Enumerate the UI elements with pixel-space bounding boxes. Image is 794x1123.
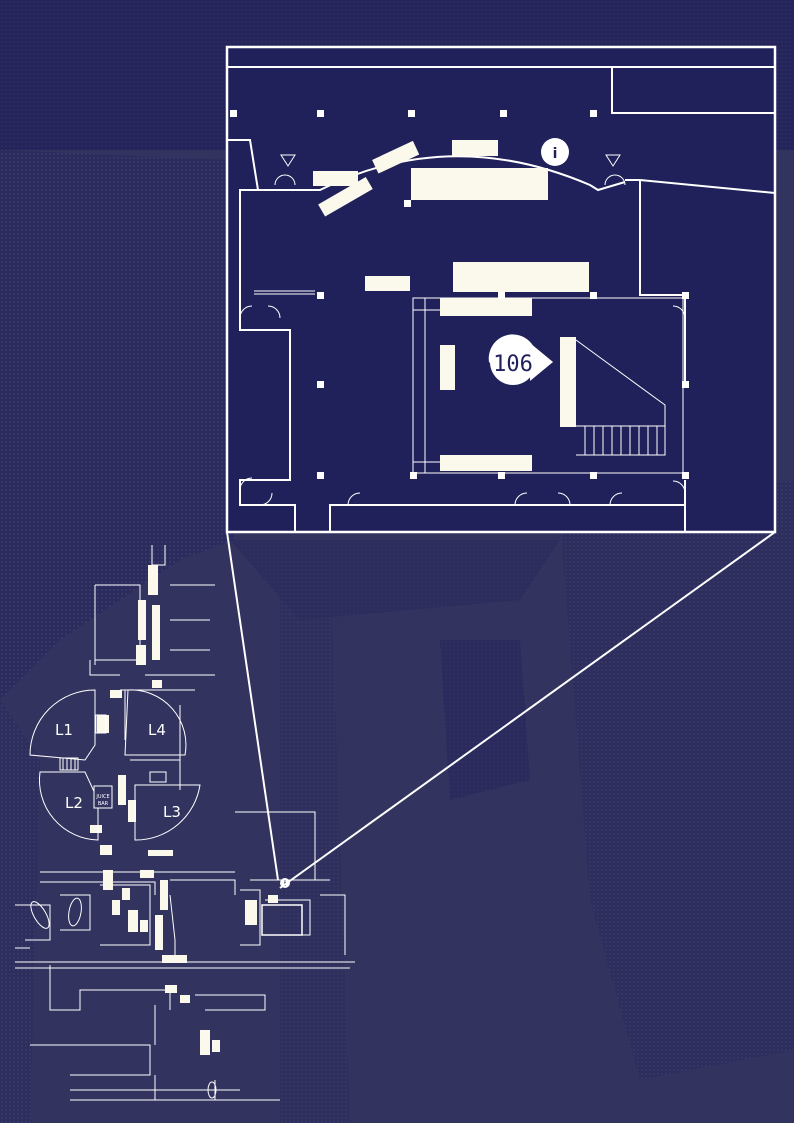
- juice-bar-label-2: BAR: [98, 801, 109, 807]
- lecture-hall-l2: L2: [65, 794, 83, 812]
- juice-bar-icon: [93, 785, 113, 809]
- highlighted-building: [261, 904, 303, 936]
- info-icon: i: [541, 138, 569, 166]
- info-label: i: [553, 146, 558, 162]
- inset-floor-plan: i 106: [225, 45, 777, 534]
- room-106-label: 106: [493, 352, 533, 377]
- juice-bar-label-1: JUICE: [95, 794, 109, 800]
- callout-lines: [226, 531, 776, 889]
- lecture-hall-l3: L3: [163, 803, 181, 821]
- pillars: [230, 110, 689, 479]
- room-106-marker: 106: [488, 334, 553, 385]
- furniture: [313, 140, 589, 471]
- overview-map: L1 L4 L2 L3 JUICE BAR: [15, 545, 355, 1101]
- entrance-markers: [280, 154, 621, 167]
- lecture-hall-l1: L1: [55, 721, 73, 739]
- staircase: [576, 425, 665, 455]
- lecture-hall-l4: L4: [148, 721, 166, 739]
- doors: [239, 174, 686, 506]
